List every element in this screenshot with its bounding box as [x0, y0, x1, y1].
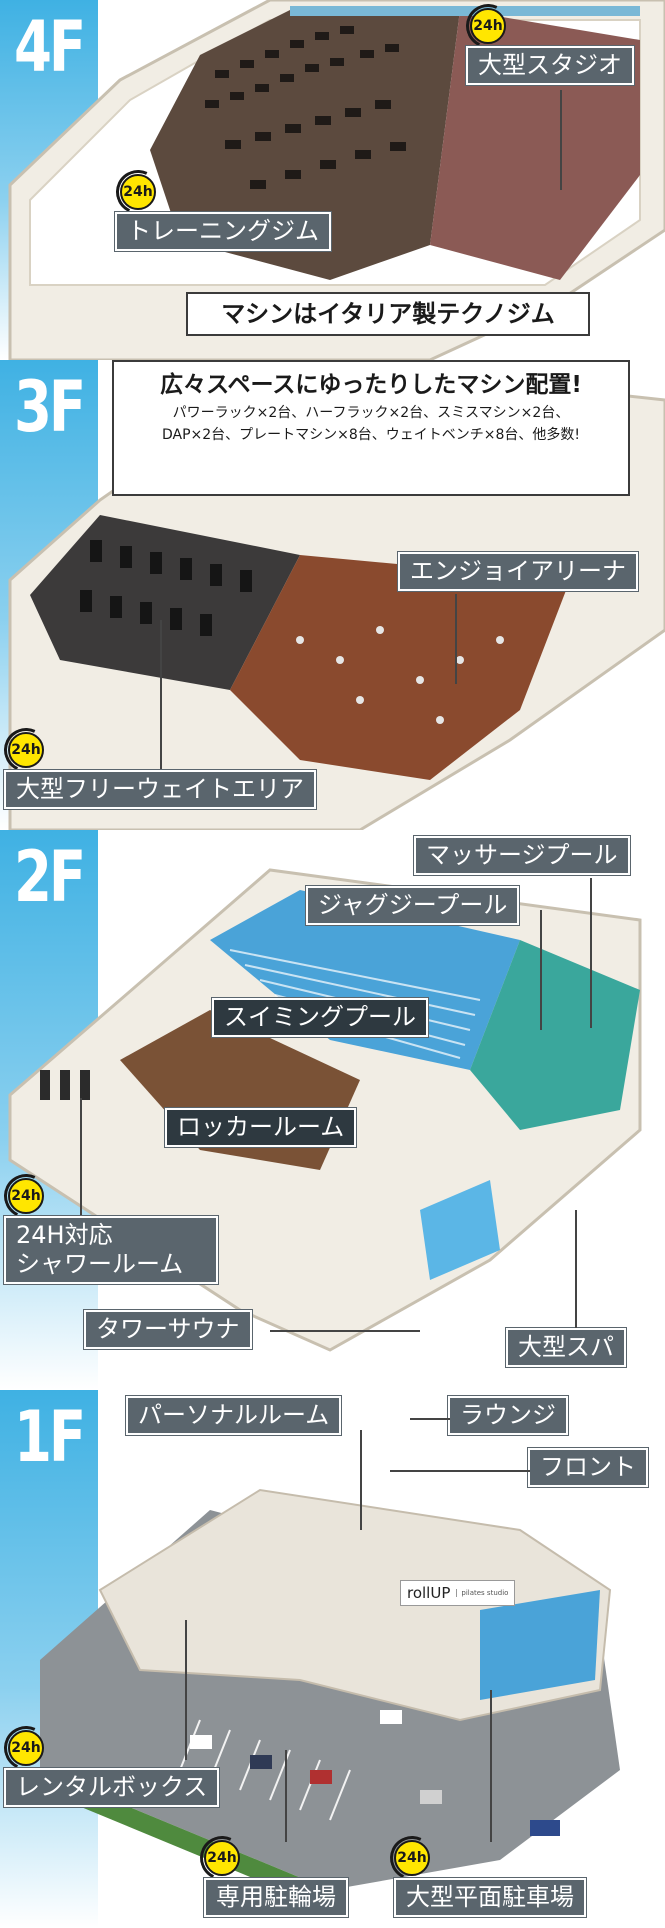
label-large-spa: 大型スパ — [506, 1328, 626, 1367]
floor-3f: 3F 広々スペースにゆったりしたマシン配置! パワーラック×2台、ハーフラック×… — [0, 360, 665, 830]
label-jacuzzi-pool: ジャグジープール — [306, 886, 520, 925]
rollup-pilates-logo: rollUP pilates studio — [400, 1580, 516, 1606]
label-rental-box: レンタルボックス — [4, 1768, 220, 1807]
24h-badge-rental-box: 24h — [8, 1730, 44, 1766]
logo-sub-text: pilates studio — [456, 1589, 508, 1597]
leader-bicycle — [285, 1750, 287, 1842]
swimming-pool-water — [210, 890, 520, 1070]
label-massage-pool: マッサージプール — [414, 836, 630, 875]
leader-personal-room — [360, 1430, 362, 1530]
floor-4f: 4F 24h 大型スタジオ 24h トレーニングジム マシンはイタリア製テクノジ… — [0, 0, 665, 360]
label-shower-line2: シャワールーム — [16, 1249, 184, 1278]
24h-badge-free-weight: 24h — [8, 732, 44, 768]
label-bicycle-parking: 専用駐輪場 — [204, 1878, 348, 1917]
leader-enjoy-arena — [455, 594, 457, 684]
24h-badge-studio: 24h — [470, 8, 506, 44]
label-lounge: ラウンジ — [448, 1396, 568, 1435]
floor-number-3f: 3F — [14, 366, 86, 448]
24h-badge-parking: 24h — [394, 1840, 430, 1876]
leader-lounge — [410, 1418, 450, 1420]
label-free-weight-area: 大型フリーウェイトエリア — [4, 770, 316, 809]
label-enjoy-arena: エンジョイアリーナ — [398, 552, 638, 591]
label-tower-sauna: タワーサウナ — [84, 1310, 252, 1349]
label-large-parking: 大型平面駐車場 — [394, 1878, 586, 1917]
label-front: フロント — [528, 1448, 648, 1487]
label-training-gym: トレーニングジム — [115, 212, 331, 251]
leader-jacuzzi — [540, 910, 542, 1030]
label-shower-room: 24H対応 シャワールーム — [4, 1216, 218, 1284]
logo-main-text: rollUP — [407, 1584, 451, 1602]
leader-rental-box — [185, 1620, 187, 1760]
leader-spa — [575, 1210, 577, 1328]
24h-badge-gym: 24h — [120, 174, 156, 210]
callout-spacious: 広々スペースにゆったりしたマシン配置! パワーラック×2台、ハーフラック×2台、… — [112, 360, 630, 496]
label-locker-room: ロッカールーム — [165, 1108, 357, 1147]
label-large-studio: 大型スタジオ — [466, 46, 634, 85]
leader-studio — [560, 90, 562, 190]
spa-water — [420, 1180, 500, 1280]
enjoy-arena-floor — [230, 555, 570, 780]
label-swimming-pool: スイミングプール — [212, 998, 428, 1037]
leader-massage-pool — [590, 878, 592, 1028]
24h-badge-bicycle: 24h — [204, 1840, 240, 1876]
leader-shower — [80, 1098, 82, 1218]
label-personal-room: パーソナルルーム — [126, 1396, 342, 1435]
24h-badge-shower: 24h — [8, 1178, 44, 1214]
leader-free-weight — [160, 620, 162, 780]
leader-parking — [490, 1690, 492, 1842]
leader-front — [390, 1470, 530, 1472]
callout-technogym: マシンはイタリア製テクノジム — [186, 292, 590, 336]
callout-spacious-line1: パワーラック×2台、ハーフラック×2台、スミスマシン×2台、 — [172, 405, 570, 421]
floor-1f: 1F パーソナルルーム ラウンジ フロント rollUP pilates stu… — [0, 1390, 665, 1928]
floor-number-2f: 2F — [14, 836, 86, 918]
floor-2f: 2F マッサージプール ジャグジープール スイミングプール ロッカールーム 24… — [0, 830, 665, 1390]
massage-pool-area — [470, 940, 640, 1130]
leader-tower-sauna — [270, 1330, 420, 1332]
floor-number-4f: 4F — [14, 6, 86, 88]
label-shower-line1: 24H対応 — [16, 1221, 113, 1249]
floor-number-1f: 1F — [14, 1396, 86, 1478]
callout-spacious-line2: DAP×2台、プレートマシン×8台、ウェイトベンチ×8台、他多数! — [161, 427, 581, 443]
callout-spacious-title: 広々スペースにゆったりしたマシン配置! — [160, 372, 582, 398]
